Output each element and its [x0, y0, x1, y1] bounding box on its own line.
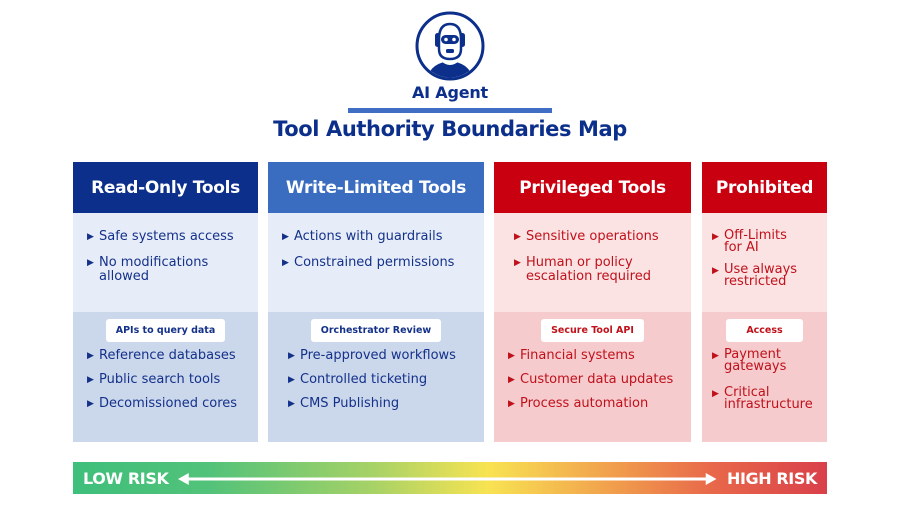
- column-header: Read-Only Tools: [73, 162, 258, 213]
- access-pill: Access: [726, 319, 803, 342]
- triangle-bullet-icon: ▶: [87, 351, 94, 361]
- triangle-bullet-icon: ▶: [712, 232, 719, 242]
- column-details: Orchestrator Review ▶Pre-approved workfl…: [268, 312, 484, 442]
- triangle-bullet-icon: ▶: [514, 258, 521, 268]
- list-item: ▶Human or policy escalation required: [514, 255, 651, 284]
- risk-gradient-bar: LOW RISK HIGH RISK: [73, 462, 827, 494]
- triangle-bullet-icon: ▶: [712, 266, 719, 276]
- triangle-bullet-icon: ▶: [508, 399, 515, 409]
- list-item: ▶Reference databases: [87, 348, 236, 363]
- title-divider: [348, 108, 552, 113]
- list-item: ▶Use always restricted: [712, 262, 798, 289]
- column-prohibited: Prohibited ▶Off-Limits for AI ▶Use alway…: [702, 162, 827, 442]
- list-item: ▶CMS Publishing: [288, 396, 400, 411]
- list-item: ▶Controlled ticketing: [288, 372, 428, 387]
- robot-avatar-icon: [415, 11, 485, 81]
- list-item: ▶Payment gateways: [712, 347, 787, 374]
- list-item: ▶No modifications allowed: [87, 255, 209, 284]
- column-summary: ▶Safe systems access ▶No modifications a…: [73, 213, 258, 312]
- column-details: APIs to query data ▶Reference databases …: [73, 312, 258, 442]
- triangle-bullet-icon: ▶: [282, 258, 289, 268]
- column-read-only: Read-Only Tools ▶Safe systems access ▶No…: [73, 162, 258, 442]
- list-item: ▶Pre-approved workflows: [288, 348, 456, 363]
- list-item: ▶Process automation: [508, 396, 649, 411]
- column-header: Prohibited: [702, 162, 827, 213]
- low-risk-label: LOW RISK: [83, 468, 169, 488]
- list-item: ▶Customer data updates: [508, 372, 674, 387]
- column-summary: ▶Sensitive operations ▶Human or policy e…: [494, 213, 691, 312]
- access-pill: Orchestrator Review: [310, 319, 442, 342]
- column-header: Write-Limited Tools: [268, 162, 484, 213]
- triangle-bullet-icon: ▶: [508, 351, 515, 361]
- column-details: Secure Tool API ▶Financial systems ▶Cust…: [494, 312, 691, 442]
- list-item: ▶Public search tools: [87, 372, 221, 387]
- triangle-bullet-icon: ▶: [87, 375, 94, 385]
- triangle-bullet-icon: ▶: [712, 389, 719, 399]
- triangle-bullet-icon: ▶: [288, 375, 295, 385]
- triangle-bullet-icon: ▶: [712, 351, 719, 361]
- page-title: Tool Authority Boundaries Map: [273, 117, 627, 141]
- list-item: ▶Critical infrastructure: [712, 385, 813, 412]
- access-pill: Secure Tool API: [541, 319, 644, 342]
- list-item: ▶Safe systems access: [87, 229, 234, 244]
- list-item: ▶Decomissioned cores: [87, 396, 238, 411]
- triangle-bullet-icon: ▶: [282, 232, 289, 242]
- column-header: Privileged Tools: [494, 162, 691, 213]
- list-item: ▶Constrained permissions: [282, 255, 455, 270]
- triangle-bullet-icon: ▶: [87, 232, 94, 242]
- triangle-bullet-icon: ▶: [508, 375, 515, 385]
- double-headed-arrow-icon: [178, 471, 717, 485]
- column-write-limited: Write-Limited Tools ▶Actions with guardr…: [268, 162, 484, 442]
- column-summary: ▶Actions with guardrails ▶Constrained pe…: [268, 213, 484, 312]
- list-item: ▶Sensitive operations: [514, 229, 659, 244]
- access-pill: APIs to query data: [105, 319, 226, 342]
- triangle-bullet-icon: ▶: [288, 399, 295, 409]
- list-item: ▶Actions with guardrails: [282, 229, 443, 244]
- high-risk-label: HIGH RISK: [726, 468, 817, 488]
- list-item: ▶Financial systems: [508, 348, 635, 363]
- triangle-bullet-icon: ▶: [288, 351, 295, 361]
- agent-label: AI Agent: [411, 83, 489, 102]
- column-summary: ▶Off-Limits for AI ▶Use always restricte…: [702, 213, 827, 312]
- column-privileged: Privileged Tools ▶Sensitive operations ▶…: [494, 162, 691, 442]
- triangle-bullet-icon: ▶: [514, 232, 521, 242]
- triangle-bullet-icon: ▶: [87, 399, 94, 409]
- list-item: ▶Off-Limits for AI: [712, 228, 787, 255]
- column-details: Access ▶Payment gateways ▶Critical infra…: [702, 312, 827, 442]
- triangle-bullet-icon: ▶: [87, 258, 94, 268]
